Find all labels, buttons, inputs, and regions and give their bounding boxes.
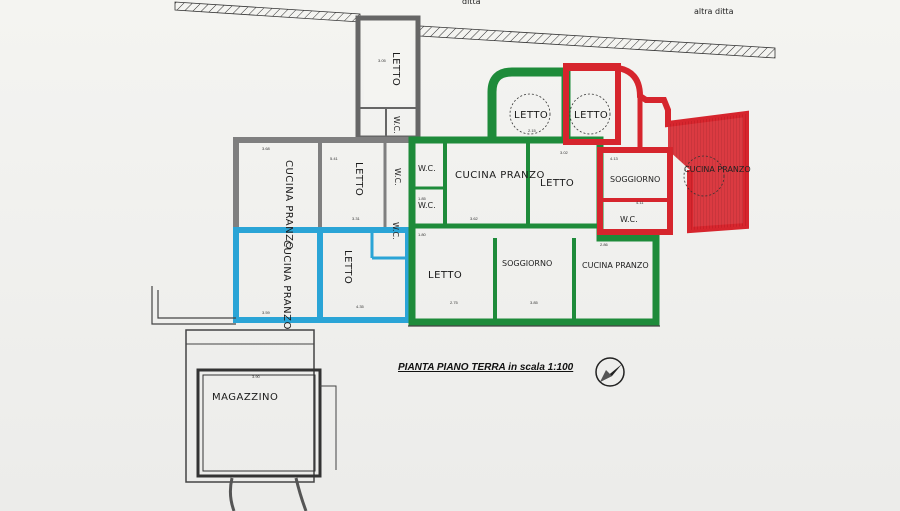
magazzino-building xyxy=(185,329,337,511)
room-label-letto-green-bottom: LETTO xyxy=(428,270,462,281)
room-label-cucina-grey: CUCINA PRANZO xyxy=(283,160,294,250)
room-label-letto-green-top: LETTO xyxy=(514,110,548,121)
dimension-label: 3.62 xyxy=(470,216,479,221)
dimension-label: 3.02 xyxy=(560,150,569,155)
dimension-label: 2.86 xyxy=(600,242,609,247)
compass-north-icon xyxy=(595,357,625,387)
site-outline xyxy=(151,286,660,327)
neighbor-label-top-right: altra ditta xyxy=(694,7,734,16)
dimension-label: 1.80 xyxy=(418,232,427,237)
room-label-cucina-red: CUCINA PRANZO xyxy=(684,165,751,174)
room-label-letto-top: LETTO xyxy=(390,52,401,86)
dimension-label: 5.41 xyxy=(330,156,339,161)
dimension-annotations: 3.05 3.68 3.31 3.62 3.02 3.59 4.35 2.75 … xyxy=(252,58,644,379)
red-apartment xyxy=(563,63,749,235)
room-label-letto-green-mid: LETTO xyxy=(540,178,574,189)
dimension-label: 3.68 xyxy=(262,146,271,151)
plan-title: PIANTA PIANO TERRA in scala 1:100 xyxy=(398,362,574,373)
room-label-wc-grey: W.C. xyxy=(393,168,402,186)
dimension-label: 3.85 xyxy=(530,300,539,305)
room-label-cucina-green: CUCINA PRANZO xyxy=(455,170,545,181)
room-label-soggiorno-red: SOGGIORNO xyxy=(610,175,660,184)
room-label-magazzino: MAGAZZINO xyxy=(212,392,278,403)
dimension-label: 3.31 xyxy=(352,216,361,221)
dimension-label: 2.75 xyxy=(450,300,459,305)
room-label-cucina-blue: CUCINA PRANZO xyxy=(281,240,292,330)
room-label-letto-grey: LETTO xyxy=(353,162,364,196)
room-label-wc-red: W.C. xyxy=(620,215,638,224)
dimension-label: 3.05 xyxy=(378,58,387,63)
room-label-letto-red: LETTO xyxy=(574,110,608,121)
grey-apartment xyxy=(233,137,415,233)
top-annex xyxy=(355,15,421,141)
neighbor-boundary-wall xyxy=(174,1,776,59)
room-label-wc-top: W.C. xyxy=(392,116,401,134)
room-label-cucina-green-2: CUCINA PRANZO xyxy=(582,261,649,270)
dashed-circles xyxy=(509,93,725,197)
room-label-wc-blue: W.C. xyxy=(391,222,400,240)
neighbor-label-top: ditta xyxy=(462,0,481,6)
dimension-label: 3.90 xyxy=(252,374,261,379)
room-label-letto-blue: LETTO xyxy=(342,250,353,284)
dimension-label: 2.15 xyxy=(528,128,537,133)
dimension-label: 3.59 xyxy=(262,310,271,315)
room-label-soggiorno-green: SOGGIORNO xyxy=(502,259,552,268)
dimension-label: 4.13 xyxy=(610,156,619,161)
dimension-label: 4.11 xyxy=(636,200,644,205)
dimension-label: 1.85 xyxy=(418,196,427,201)
blue-apartment xyxy=(233,227,411,323)
dimension-label: 4.35 xyxy=(356,304,365,309)
room-label-wc-green-2: W.C. xyxy=(418,201,436,210)
room-label-wc-green-1: W.C. xyxy=(418,164,436,173)
